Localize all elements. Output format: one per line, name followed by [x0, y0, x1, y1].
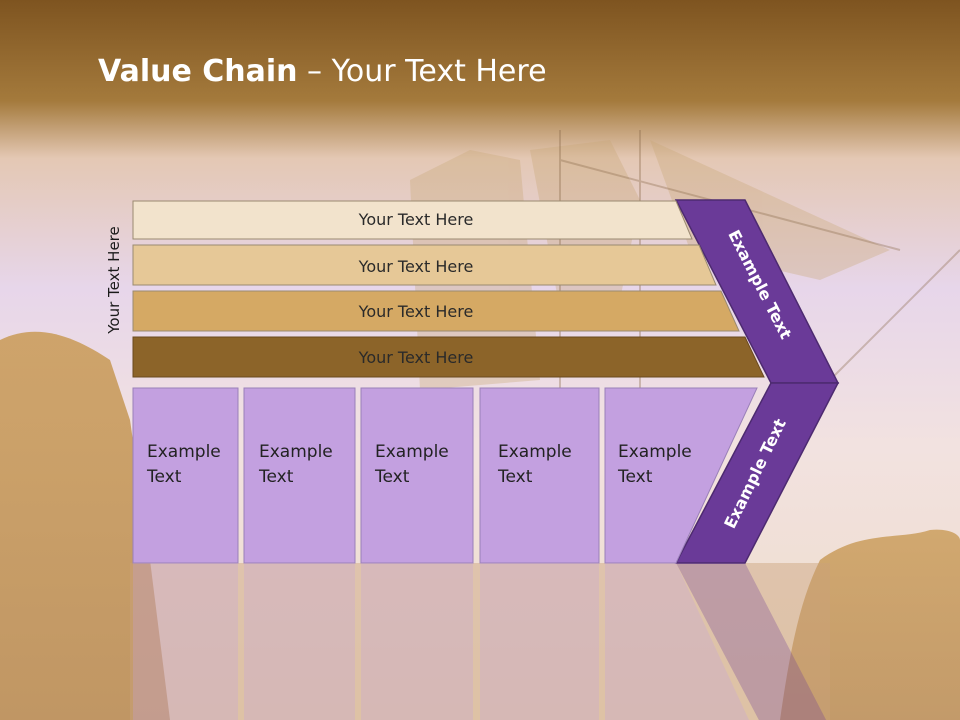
bar-label-3: Your Text Here — [358, 302, 474, 321]
box-2 — [243, 387, 356, 564]
bar-3 — [132, 290, 740, 332]
box-1 — [132, 387, 239, 564]
box-4 — [479, 387, 600, 564]
chevron-lower — [674, 382, 840, 564]
box-5 — [604, 387, 758, 564]
bar-label-4: Your Text Here — [358, 348, 474, 367]
box-3 — [360, 387, 474, 564]
bar-label-2: Your Text Here — [358, 257, 474, 276]
bar-4 — [132, 336, 765, 378]
bar-2 — [132, 244, 717, 286]
bar-1 — [132, 200, 693, 240]
bar-label-1: Your Text Here — [358, 210, 474, 229]
page-title: Value Chain – Your Text Here — [98, 54, 547, 89]
vertical-label: Your Text Here — [105, 226, 123, 334]
